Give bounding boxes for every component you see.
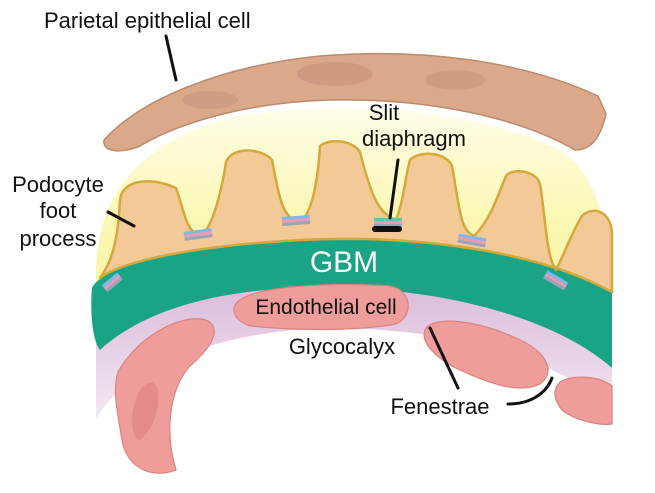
podocyte-leader-line xyxy=(106,210,136,228)
fenestrae-leader-line-1 xyxy=(428,326,460,390)
slit-marker xyxy=(183,228,213,241)
slit-marker xyxy=(457,233,487,248)
fenestrae-label: Fenestrae xyxy=(390,394,489,419)
parietal-epithelial-cell-label: Parietal epithelial cell xyxy=(44,8,251,33)
parietal-nucleus xyxy=(182,91,238,109)
glycocalyx-label: Glycocalyx xyxy=(289,334,395,359)
slit-diaphragm-label-line2: diaphragm xyxy=(362,126,466,151)
fenestrae-leader-line-2 xyxy=(506,376,554,406)
podocyte-foot-processes xyxy=(98,139,614,294)
parietal-nucleus xyxy=(297,62,373,86)
endothelial-cell-label: Endothelial cell xyxy=(255,296,396,319)
glomerular-basement-membrane xyxy=(91,236,613,368)
slit-marker xyxy=(101,272,123,293)
slit-marker xyxy=(543,270,569,291)
slit-leader-line xyxy=(388,158,400,220)
podocyte-label-line2: foot xyxy=(40,198,77,223)
leader-lines xyxy=(106,34,554,406)
endothelial-cell-far-right xyxy=(554,376,613,425)
parietal-nucleus xyxy=(425,70,485,90)
slit-marker xyxy=(372,218,402,232)
endothelial-cell-top xyxy=(233,283,409,331)
slit-marker xyxy=(281,215,311,226)
parietal-leader-line xyxy=(164,34,178,82)
podocyte-label-line1: Podocyte xyxy=(12,172,104,197)
podocyte-label-line3: process xyxy=(19,226,96,251)
slit-diaphragms xyxy=(101,215,569,293)
endothelial-nucleus xyxy=(132,382,159,440)
slit-diaphragm-label-line1: Slit xyxy=(369,100,400,125)
gbm-label: GBM xyxy=(310,246,378,279)
